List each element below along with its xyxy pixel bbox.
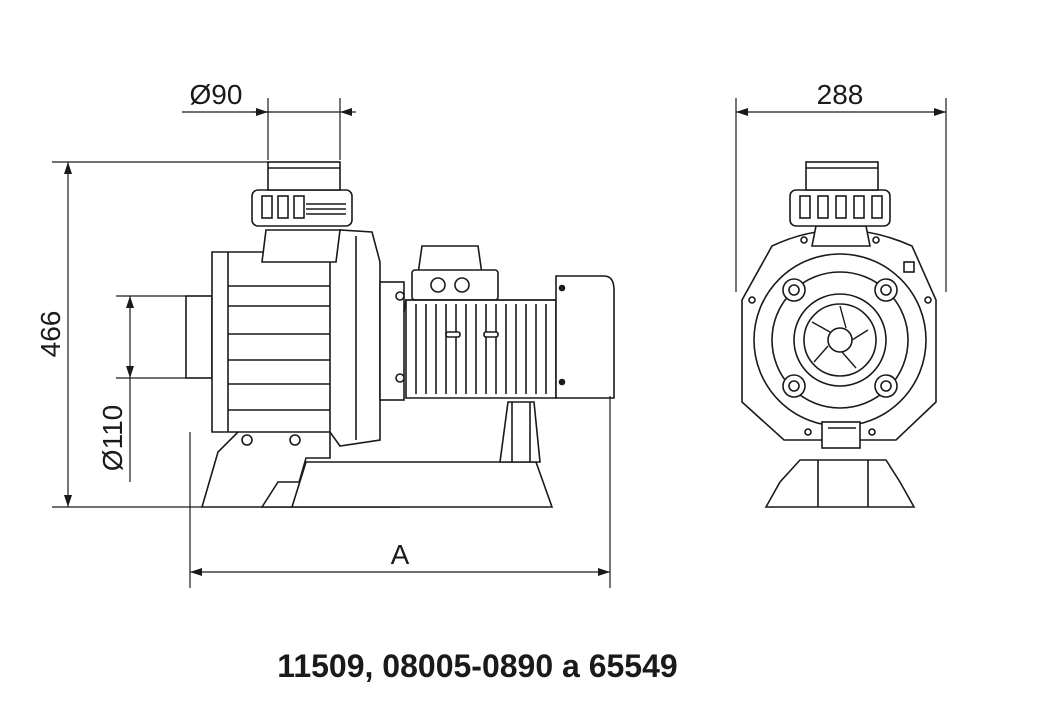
dim-label-length: A [391, 539, 410, 570]
dim-label-height: 466 [35, 311, 66, 358]
motor-support [499, 401, 541, 463]
inlet-pipe [185, 295, 213, 379]
side-view [185, 161, 615, 508]
impeller-hub [827, 327, 853, 353]
foot-bolt-left [241, 434, 253, 446]
base-rail [290, 461, 554, 508]
model-caption: 11509, 08005-0890 a 65549 [277, 648, 678, 684]
front-outlet-pipe [805, 161, 879, 191]
dim-label-width: 288 [817, 79, 864, 110]
drain-bracket [821, 421, 861, 449]
front-base [764, 459, 916, 508]
outlet-neck [261, 229, 341, 263]
fan-cover [555, 275, 615, 399]
motor-body [405, 299, 557, 399]
front-view-dimensions [735, 98, 947, 292]
front-view [741, 161, 937, 508]
dim-label-outlet-diameter: Ø90 [190, 79, 243, 110]
dim-label-inlet-diameter: Ø110 [97, 405, 128, 471]
cable-gland-2 [454, 277, 470, 293]
cable-gland-1 [430, 277, 446, 293]
outlet-pipe [267, 161, 341, 191]
side-view-dimensions [52, 98, 611, 588]
foot-bolt-right [289, 434, 301, 446]
